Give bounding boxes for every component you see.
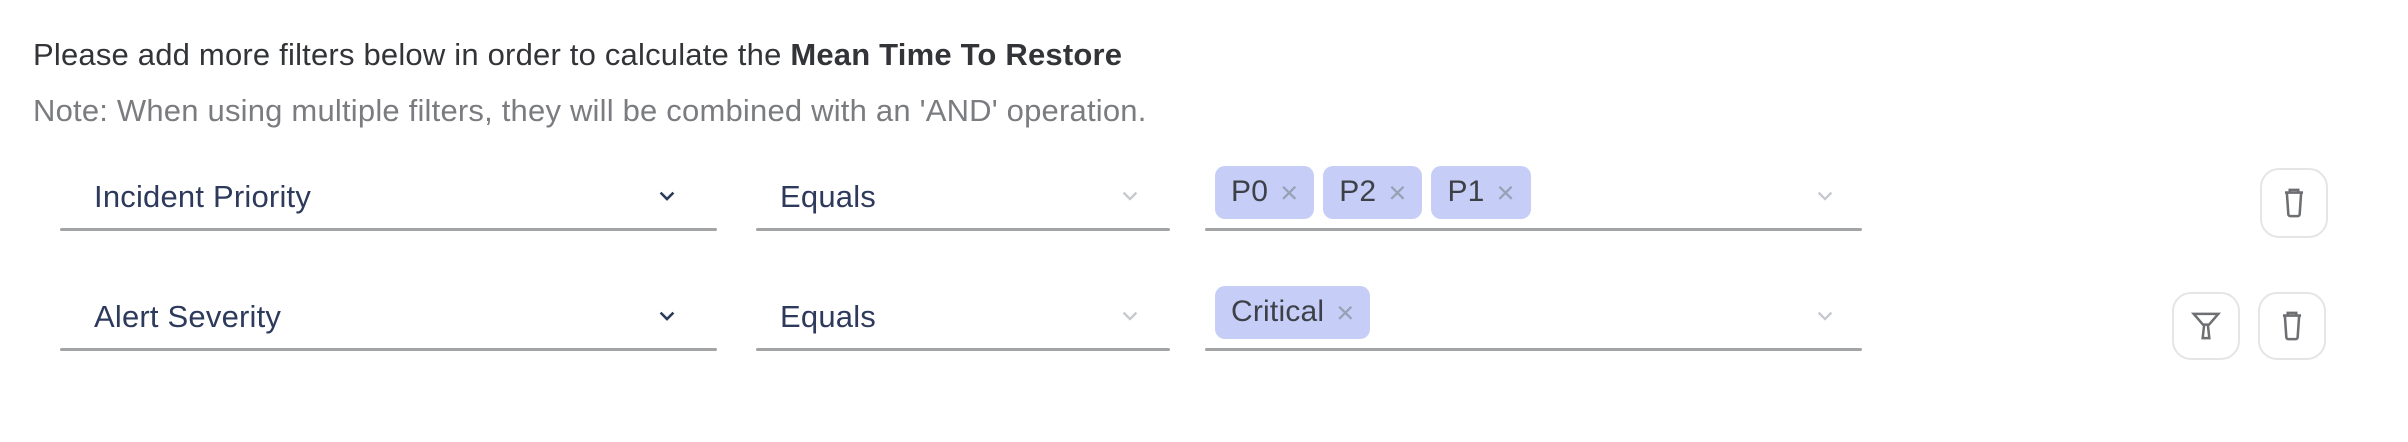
field-underline xyxy=(60,228,717,231)
filter-note: Note: When using multiple filters, they … xyxy=(33,93,1147,128)
chevron-down-icon xyxy=(1122,191,1138,201)
trash-icon xyxy=(2284,188,2304,218)
remove-tag-icon[interactable]: × xyxy=(1496,174,1515,210)
value-tag: Critical × xyxy=(1215,285,1371,339)
selected-values: Critical × xyxy=(1215,283,1371,351)
delete-row-button[interactable] xyxy=(2260,168,2328,238)
field-underline xyxy=(756,228,1170,231)
value-tag-label: Critical xyxy=(1231,295,1325,328)
funnel-icon xyxy=(2190,312,2222,340)
chevron-down-icon xyxy=(1122,311,1138,321)
value-tag: P0 × xyxy=(1215,165,1315,219)
field-underline xyxy=(1205,348,1862,351)
filter-hint: Please add more filters below in order t… xyxy=(33,36,1122,75)
field-underline xyxy=(1205,228,1862,231)
chevron-down-icon xyxy=(659,191,675,201)
filter-row: Alert Severity Equals Critical × xyxy=(0,283,2408,360)
field-underline xyxy=(756,348,1170,351)
chevron-down-icon xyxy=(1817,311,1833,321)
selected-values: P0 × P2 × P1 × xyxy=(1215,163,1531,231)
chevron-down-icon xyxy=(659,311,675,321)
values-multiselect[interactable]: P0 × P2 × P1 × xyxy=(1205,163,1862,231)
operator-select-value: Equals xyxy=(780,299,876,334)
trash-icon xyxy=(2282,311,2302,341)
remove-tag-icon[interactable]: × xyxy=(1280,174,1299,210)
attribute-select[interactable]: Alert Severity xyxy=(60,283,717,351)
filter-hint-text: Please add more filters below in order t… xyxy=(33,37,791,72)
attribute-select[interactable]: Incident Priority xyxy=(60,163,717,231)
remove-tag-icon[interactable]: × xyxy=(1336,294,1355,330)
chevron-down-icon xyxy=(1817,191,1833,201)
remove-tag-icon[interactable]: × xyxy=(1388,174,1407,210)
attribute-select-value: Incident Priority xyxy=(94,179,312,214)
filter-values-button[interactable] xyxy=(2172,292,2240,360)
value-tag-label: P0 xyxy=(1231,175,1269,208)
metric-name: Mean Time To Restore xyxy=(790,37,1123,72)
filter-row: Incident Priority Equals P0 × P2 × P1 × xyxy=(0,163,2408,238)
value-tag: P2 × xyxy=(1323,165,1423,219)
operator-select-value: Equals xyxy=(780,179,876,214)
delete-row-button[interactable] xyxy=(2258,292,2326,360)
operator-select[interactable]: Equals xyxy=(756,283,1170,351)
attribute-select-value: Alert Severity xyxy=(94,299,282,334)
value-tag: P1 × xyxy=(1431,165,1531,219)
value-tag-label: P1 xyxy=(1447,175,1485,208)
value-tag-label: P2 xyxy=(1339,175,1377,208)
field-underline xyxy=(60,348,717,351)
values-multiselect[interactable]: Critical × xyxy=(1205,283,1862,351)
operator-select[interactable]: Equals xyxy=(756,163,1170,231)
